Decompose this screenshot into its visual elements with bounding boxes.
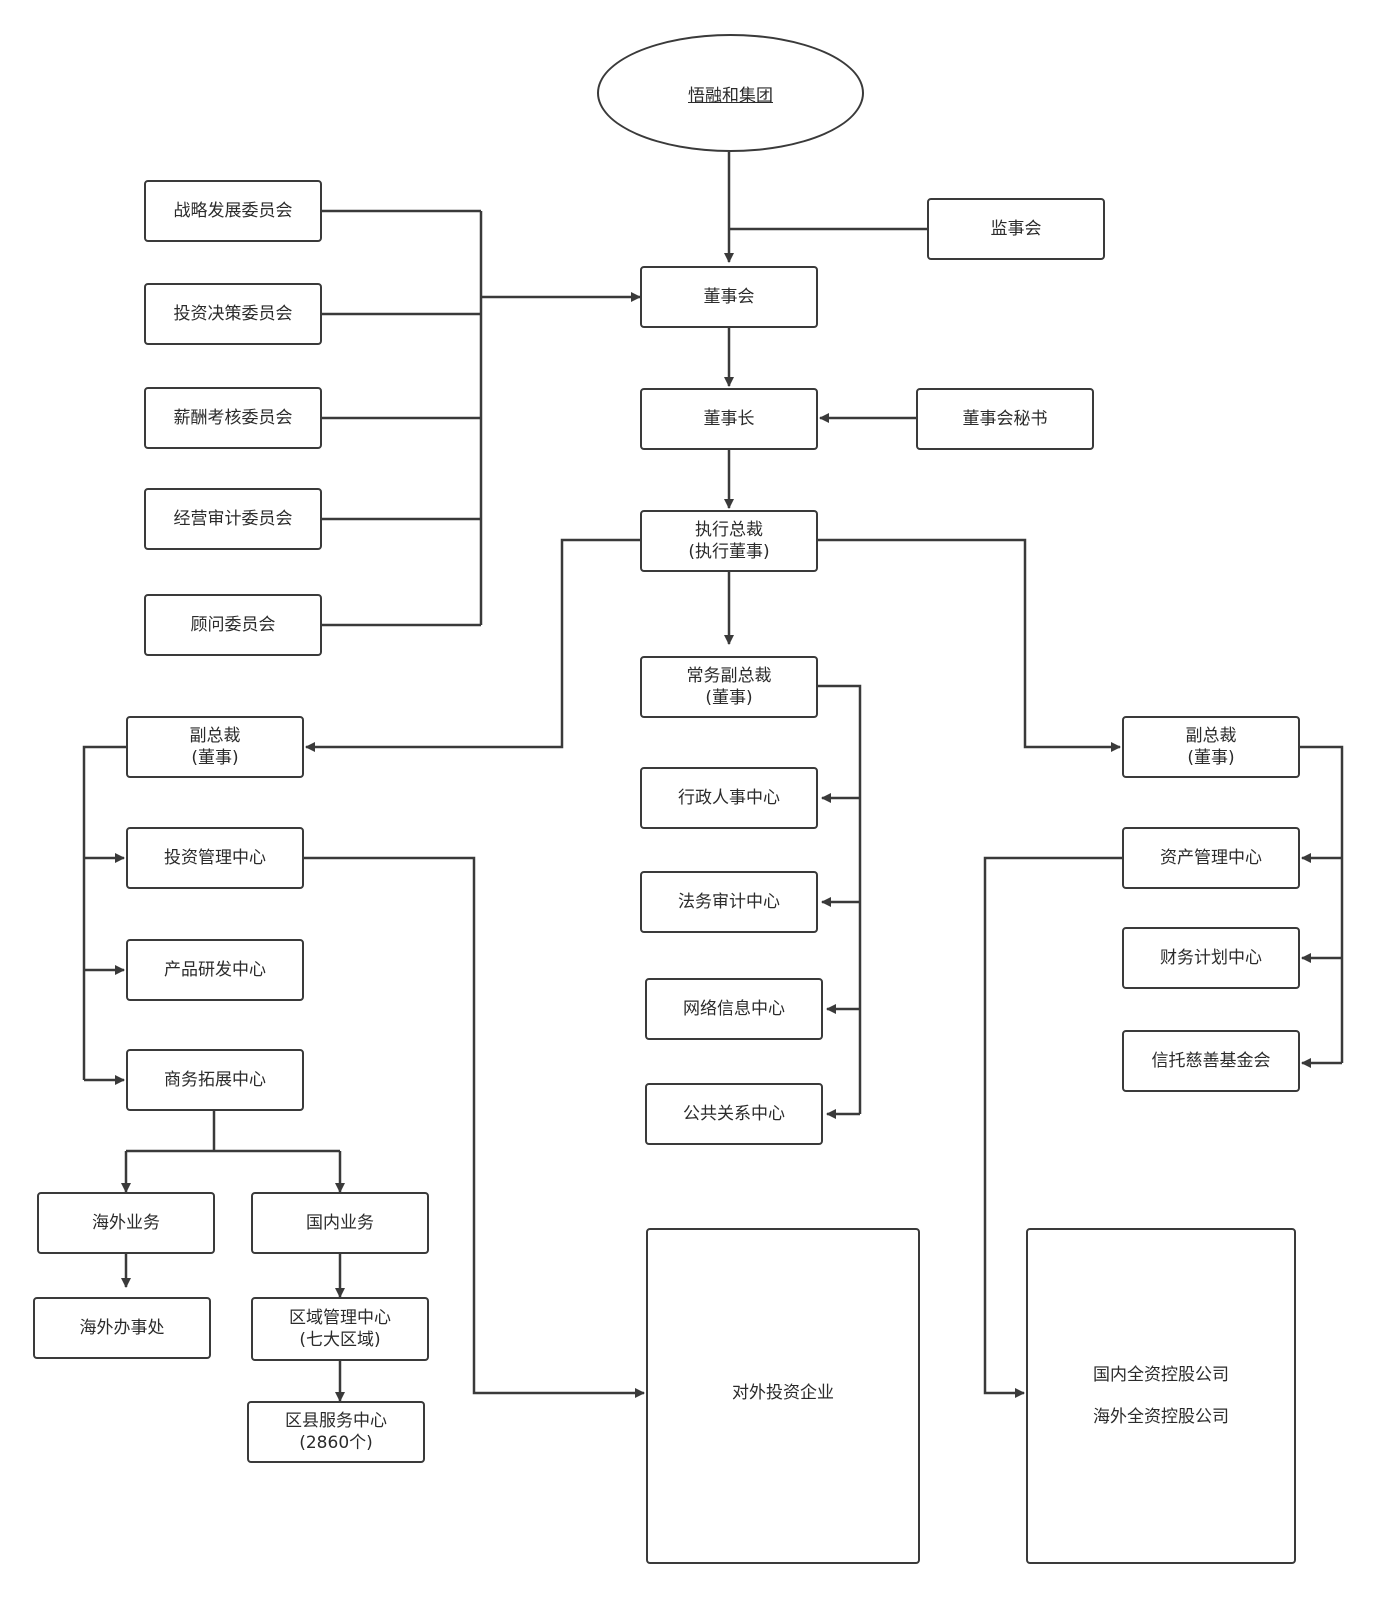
ceo-subtitle: (执行董事) xyxy=(688,542,770,562)
supervisory-board-node: 监事会 xyxy=(927,198,1105,260)
left-unit-label: 投资管理中心 xyxy=(164,848,266,868)
ceo-node: 执行总裁 (执行董事) xyxy=(640,510,818,572)
edge-vp-left-bus xyxy=(82,745,126,1080)
committee-node: 投资决策委员会 xyxy=(144,283,322,345)
vp-left-title: 副总裁 xyxy=(189,726,241,746)
supervisory-board-label: 监事会 xyxy=(990,219,1042,239)
right-unit-label: 信托慈善基金会 xyxy=(1151,1051,1271,1071)
left-unit-label: 产品研发中心 xyxy=(164,960,266,980)
center-unit-label: 法务审计中心 xyxy=(678,892,780,912)
regional-center-node: 区域管理中心 (七大区域) xyxy=(251,1297,429,1361)
vp-left-node: 副总裁 (董事) xyxy=(126,716,304,778)
center-unit-label: 网络信息中心 xyxy=(683,999,785,1019)
overseas-business-label: 海外业务 xyxy=(92,1213,160,1233)
ceo-title: 执行总裁 xyxy=(695,520,763,540)
center-unit-node: 法务审计中心 xyxy=(640,871,818,933)
left-unit-node: 商务拓展中心 xyxy=(126,1049,304,1111)
regional-center-subtitle: (七大区域) xyxy=(299,1330,381,1350)
vp-left-subtitle: (董事) xyxy=(191,748,239,768)
county-center-node: 区县服务中心 (2860个) xyxy=(247,1401,425,1463)
right-unit-label: 财务计划中心 xyxy=(1160,948,1262,968)
right-unit-node: 信托慈善基金会 xyxy=(1122,1030,1300,1092)
domestic-business-node: 国内业务 xyxy=(251,1192,429,1254)
evp-node: 常务副总裁 (董事) xyxy=(640,656,818,718)
subsidiaries-node: 国内全资控股公司 海外全资控股公司 xyxy=(1026,1228,1296,1564)
committee-node: 经营审计委员会 xyxy=(144,488,322,550)
root-node: 悟融和集团 xyxy=(597,34,864,152)
overseas-subsidiary-label: 海外全资控股公司 xyxy=(1093,1407,1229,1427)
board-label: 董事会 xyxy=(703,287,755,307)
center-unit-node: 公共关系中心 xyxy=(645,1083,823,1145)
edge-asset-subsidiaries xyxy=(983,856,1122,1398)
board-secretary-node: 董事会秘书 xyxy=(916,388,1094,450)
committee-node: 战略发展委员会 xyxy=(144,180,322,242)
external-investment-label: 对外投资企业 xyxy=(732,1383,834,1403)
evp-subtitle: (董事) xyxy=(705,688,753,708)
center-unit-node: 网络信息中心 xyxy=(645,978,823,1040)
regional-center-title: 区域管理中心 xyxy=(289,1308,391,1328)
root-label: 悟融和集团 xyxy=(688,85,773,106)
edge-invest-external xyxy=(304,856,645,1398)
edge-evp-bus xyxy=(818,684,862,1114)
right-unit-label: 资产管理中心 xyxy=(1160,848,1262,868)
committee-label: 经营审计委员会 xyxy=(173,509,293,529)
center-unit-node: 行政人事中心 xyxy=(640,767,818,829)
center-unit-label: 公共关系中心 xyxy=(683,1104,785,1124)
edge-ceo-vp-left xyxy=(305,538,640,752)
edge-ceo-vp-right xyxy=(818,538,1121,752)
left-unit-node: 投资管理中心 xyxy=(126,827,304,889)
right-unit-node: 财务计划中心 xyxy=(1122,927,1300,989)
overseas-business-node: 海外业务 xyxy=(37,1192,215,1254)
domestic-business-label: 国内业务 xyxy=(306,1213,374,1233)
right-unit-node: 资产管理中心 xyxy=(1122,827,1300,889)
center-unit-label: 行政人事中心 xyxy=(678,788,780,808)
committee-node: 薪酬考核委员会 xyxy=(144,387,322,449)
chairman-label: 董事长 xyxy=(703,409,755,429)
evp-title: 常务副总裁 xyxy=(686,666,772,686)
county-center-subtitle: (2860个) xyxy=(299,1433,373,1453)
vp-right-title: 副总裁 xyxy=(1185,726,1237,746)
external-investment-node: 对外投资企业 xyxy=(646,1228,920,1564)
vp-right-subtitle: (董事) xyxy=(1187,748,1235,768)
left-unit-node: 产品研发中心 xyxy=(126,939,304,1001)
committee-label: 战略发展委员会 xyxy=(173,201,293,221)
committee-label: 顾问委员会 xyxy=(190,615,276,635)
overseas-office-node: 海外办事处 xyxy=(33,1297,211,1359)
edge-vp-right-bus xyxy=(1300,745,1344,1063)
county-center-title: 区县服务中心 xyxy=(285,1411,387,1431)
left-unit-label: 商务拓展中心 xyxy=(164,1070,266,1090)
committee-node: 顾问委员会 xyxy=(144,594,322,656)
chairman-node: 董事长 xyxy=(640,388,818,450)
board-node: 董事会 xyxy=(640,266,818,328)
committee-label: 投资决策委员会 xyxy=(173,304,293,324)
overseas-office-label: 海外办事处 xyxy=(79,1318,165,1338)
committee-label: 薪酬考核委员会 xyxy=(173,408,293,428)
domestic-subsidiary-label: 国内全资控股公司 xyxy=(1093,1365,1229,1385)
vp-right-node: 副总裁 (董事) xyxy=(1122,716,1300,778)
board-secretary-label: 董事会秘书 xyxy=(962,409,1048,429)
